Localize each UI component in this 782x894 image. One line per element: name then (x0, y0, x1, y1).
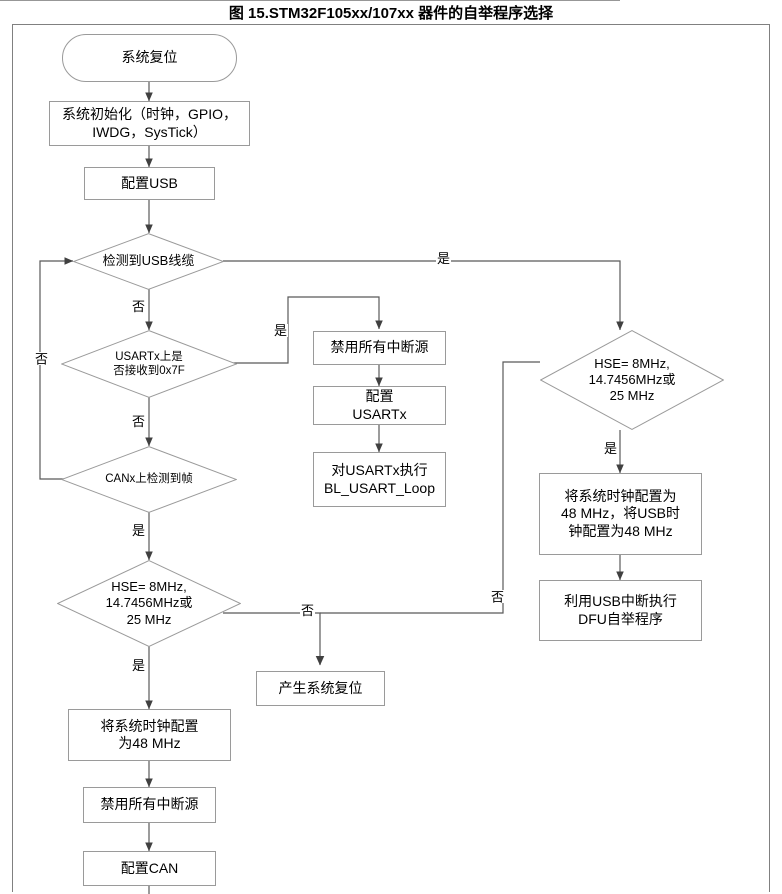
node-bl-usart-loop-line1: 对USARTx执行 (331, 462, 428, 479)
node-config-sysclk-usbclk-48-line3: 钟配置为48 MHz (568, 522, 673, 539)
node-disable-all-interrupts-bottom: 禁用所有中断源 (83, 787, 216, 823)
node-config-usb: 配置USB (84, 167, 215, 200)
diamond-shape (57, 560, 241, 647)
edge-label-can-yes: 是 (131, 523, 147, 538)
node-config-sysclk-usbclk-48-line1: 将系统时钟配置为 (564, 488, 677, 505)
decision-hse-check-right-line2: 14.7456MHz或 (588, 371, 676, 387)
node-system-init-line2: IWDG，SysTick） (92, 123, 207, 140)
node-bl-usart-loop: 对USARTx执行 BL_USART_Loop (313, 452, 446, 507)
decision-hse-check-right-line3: 25 MHz (609, 388, 655, 404)
decision-can-frame-detected-label: CANx上检测到帧 (105, 473, 193, 486)
edge-label-usart-no: 否 (131, 414, 147, 429)
edge-label-usart-yes: 是 (273, 323, 289, 338)
edge-label-usb-yes: 是 (436, 251, 452, 266)
node-config-sysclk-48: 将系统时钟配置 为48 MHz (68, 709, 231, 761)
node-system-init-line1: 系统初始化（时钟，GPIO， (61, 106, 237, 123)
node-config-usb-label: 配置USB (121, 174, 178, 191)
node-config-sysclk-48-line2: 为48 MHz (118, 735, 181, 751)
node-config-usartx-line2: USARTx (352, 405, 407, 422)
decision-hse-check-right: HSE= 8MHz, 14.7456MHz或 25 MHz (540, 330, 724, 430)
decision-usart-received-7f-line1: USARTx上是 (115, 350, 183, 363)
node-system-reset: 系统复位 (62, 34, 237, 82)
node-generate-system-reset-label: 产生系统复位 (278, 679, 363, 696)
decision-detect-usb-cable-label: 检测到USB线缆 (102, 253, 195, 269)
edge-label-usb-no: 否 (131, 299, 147, 314)
edge-label-hse-right-yes: 是 (603, 441, 619, 456)
node-dfu-bootloader-line2: DFU自举程序 (578, 610, 663, 627)
decision-usart-received-7f: USARTx上是 否接收到0x7F (61, 330, 237, 398)
decision-hse-check-right-line1: HSE= 8MHz, (594, 355, 670, 371)
edge-label-hse-left-no: 否 (300, 603, 316, 618)
node-config-sysclk-usbclk-48: 将系统时钟配置为 48 MHz，将USB时 钟配置为48 MHz (539, 473, 702, 555)
node-dfu-bootloader: 利用USB中断执行 DFU自举程序 (539, 580, 702, 641)
decision-hse-check-left: HSE= 8MHz, 14.7456MHz或 25 MHz (57, 560, 241, 647)
edge-label-hse-left-yes: 是 (131, 658, 147, 673)
node-disable-all-interrupts-bottom-label: 禁用所有中断源 (100, 796, 199, 813)
node-config-sysclk-usbclk-48-line2: 48 MHz，将USB时 (560, 505, 681, 522)
node-config-usartx: 配置 USARTx (313, 386, 446, 425)
edge-label-hse-right-no: 否 (489, 590, 504, 603)
node-system-init: 系统初始化（时钟，GPIO， IWDG，SysTick） (49, 101, 250, 146)
decision-can-frame-detected: CANx上检测到帧 (61, 446, 237, 513)
node-bl-usart-loop-line2: BL_USART_Loop (323, 479, 436, 496)
node-config-sysclk-48-line1: 将系统时钟配置 (100, 717, 199, 734)
node-disable-all-interrupts-mid: 禁用所有中断源 (313, 331, 446, 365)
node-generate-system-reset: 产生系统复位 (256, 671, 385, 706)
node-config-can: 配置CAN (83, 851, 216, 886)
decision-hse-check-left-line3: 25 MHz (126, 611, 172, 627)
diamond-shape (61, 446, 237, 513)
node-config-can-label: 配置CAN (120, 859, 179, 876)
edge-label-can-no: 否 (33, 352, 48, 365)
diamond-shape (73, 233, 224, 290)
node-dfu-bootloader-line1: 利用USB中断执行 (564, 593, 677, 610)
decision-hse-check-left-line2: 14.7456MHz或 (105, 595, 193, 611)
page-title: 图 15.STM32F105xx/107xx 器件的自举程序选择 (228, 5, 554, 22)
decision-hse-check-left-line1: HSE= 8MHz, (111, 579, 187, 595)
node-config-usartx-line1: 配置 (365, 388, 394, 405)
diamond-shape (540, 330, 724, 430)
decision-usart-received-7f-line2: 否接收到0x7F (113, 365, 185, 377)
diamond-shape (61, 330, 237, 398)
decision-detect-usb-cable: 检测到USB线缆 (73, 233, 224, 290)
node-disable-all-interrupts-mid-label: 禁用所有中断源 (330, 339, 429, 356)
node-system-reset-label: 系统复位 (121, 49, 178, 66)
